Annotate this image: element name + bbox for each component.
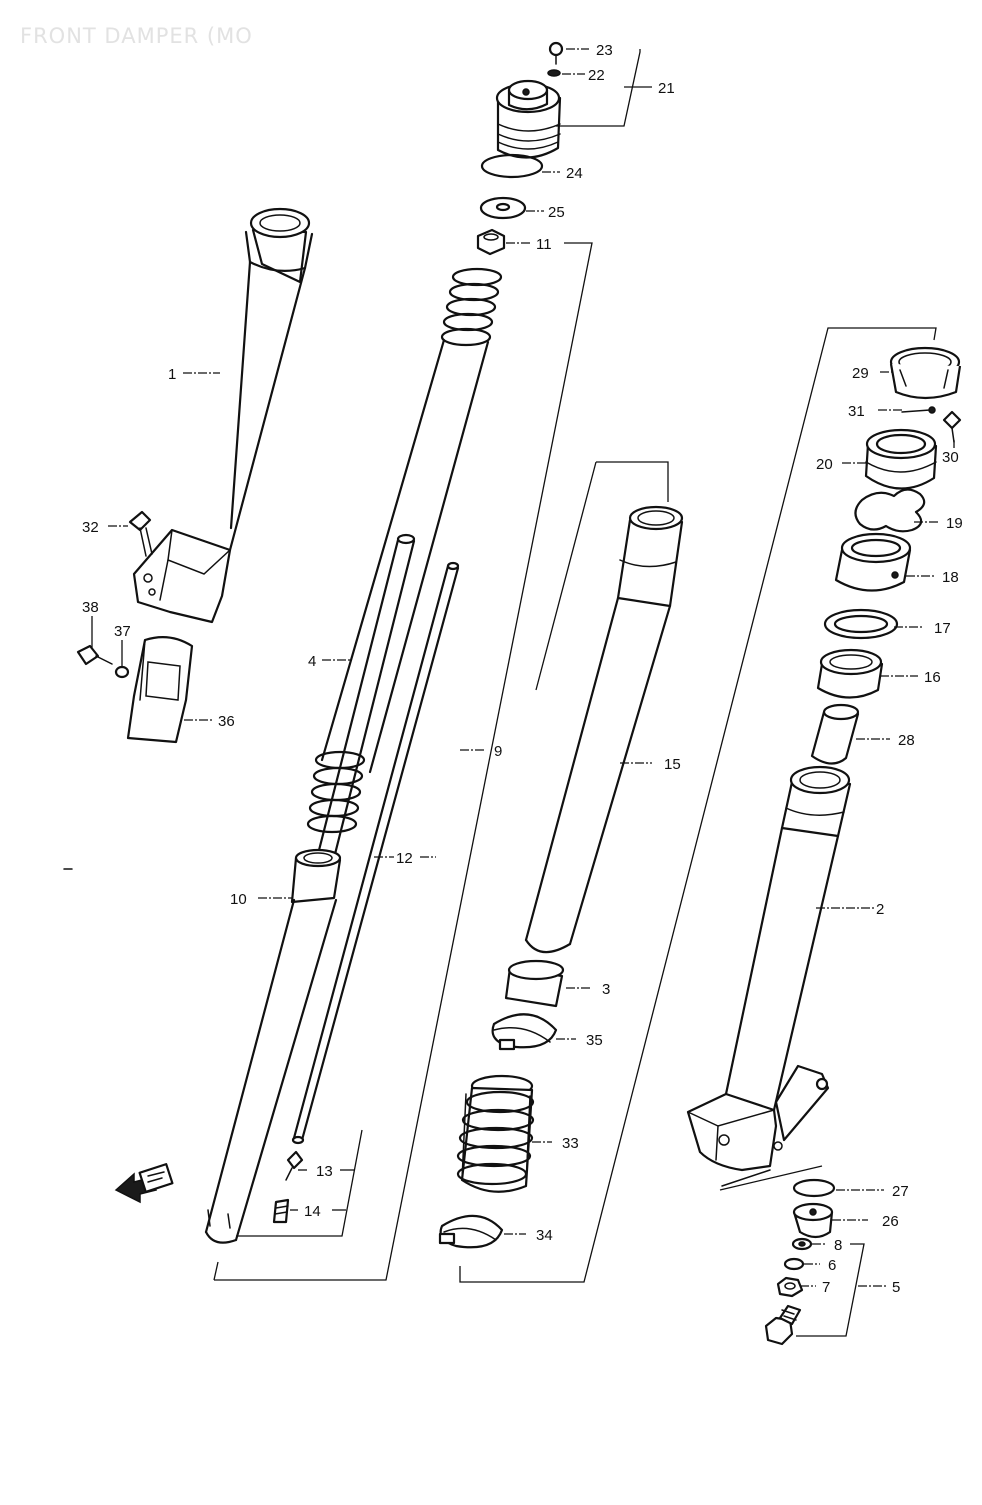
callout-14: 14: [304, 1203, 321, 1220]
callout-32: 32: [82, 519, 99, 536]
callout-29: 29: [852, 365, 869, 382]
callout-26: 26: [882, 1213, 899, 1230]
diagram-title: FRONT DAMPER (MO: [20, 24, 253, 48]
clip-19: [854, 488, 926, 533]
callout-6: 6: [828, 1257, 836, 1274]
callout-33: 33: [562, 1135, 579, 1152]
callout-12: 12: [396, 850, 413, 867]
nut-11: [476, 228, 506, 256]
cap-bolt-21: [495, 79, 562, 159]
screw-31: [901, 406, 936, 414]
screw-14: [272, 1198, 290, 1224]
callout-22: 22: [588, 67, 605, 84]
oil-seal-18: [834, 532, 912, 592]
clamp-34: [438, 1214, 504, 1249]
callout-labels: 1 2 3 4 5 6 7 8 9 10 11 12 13 14 15 16 1…: [82, 42, 963, 1296]
screw-13: [285, 1150, 304, 1181]
callout-21: 21: [658, 80, 675, 97]
callout-9: 9: [494, 743, 502, 760]
callout-3: 3: [602, 981, 610, 998]
callout-18: 18: [942, 569, 959, 586]
callout-1: 1: [168, 366, 176, 383]
bolt-23: [548, 41, 564, 65]
callout-17: 17: [934, 620, 951, 637]
fork-spring: [306, 267, 503, 834]
callout-23: 23: [596, 42, 613, 59]
callout-38: 38: [82, 599, 99, 616]
washer-22: [547, 69, 561, 77]
callout-34: 34: [536, 1227, 553, 1244]
callout-27: 27: [892, 1183, 909, 1200]
guard-36: [126, 635, 194, 744]
bushing-28: [810, 703, 860, 765]
callout-20: 20: [816, 456, 833, 473]
outer-tube-left: [132, 207, 314, 624]
callout-31: 31: [848, 403, 865, 420]
callout-25: 25: [548, 204, 565, 221]
callout-35: 35: [586, 1032, 603, 1049]
bushing-16: [816, 648, 884, 699]
callout-5: 5: [892, 1279, 900, 1296]
callout-8: 8: [834, 1237, 842, 1254]
callout-11: 11: [536, 236, 552, 253]
rod-12: [291, 561, 460, 1145]
leader-lines: [91, 48, 955, 1337]
callout-37: 37: [114, 623, 131, 640]
callout-15: 15: [664, 756, 681, 773]
callout-2: 2: [876, 901, 884, 918]
fitting-26: [792, 1202, 834, 1239]
callout-28: 28: [898, 732, 915, 749]
callout-7: 7: [822, 1279, 830, 1296]
o-ring-27: [792, 1178, 836, 1198]
bracket-29: [889, 346, 962, 400]
nut-7: [776, 1276, 804, 1298]
bolt-32: [128, 510, 153, 557]
bolt-30: [942, 410, 962, 443]
bolt-5: [764, 1304, 802, 1346]
bushing-3: [504, 959, 565, 1008]
outer-tube-right: [686, 765, 852, 1187]
washer-17: [823, 608, 899, 640]
inner-tube-10: [204, 848, 342, 1244]
callout-36: 36: [218, 713, 235, 730]
inner-tube-15: [524, 505, 684, 954]
clamp-35: [491, 1013, 558, 1051]
front-direction-arrow-icon: [114, 1163, 174, 1204]
washer-8: [791, 1237, 813, 1251]
o-ring-24: [480, 153, 544, 179]
washer-6: [783, 1257, 805, 1271]
washer-37: [114, 665, 130, 679]
callout-10: 10: [230, 891, 247, 908]
callout-24: 24: [566, 165, 583, 182]
seal-holder-20: [864, 428, 938, 490]
bolt-38: [76, 644, 113, 666]
callout-19: 19: [946, 515, 963, 532]
dust-boot-33: [456, 1074, 535, 1193]
callout-13: 13: [316, 1163, 333, 1180]
callout-4: 4: [308, 653, 316, 670]
callout-16: 16: [924, 669, 941, 686]
washer-25: [479, 196, 527, 220]
damper-rod: [314, 533, 416, 868]
callout-30: 30: [942, 449, 959, 466]
